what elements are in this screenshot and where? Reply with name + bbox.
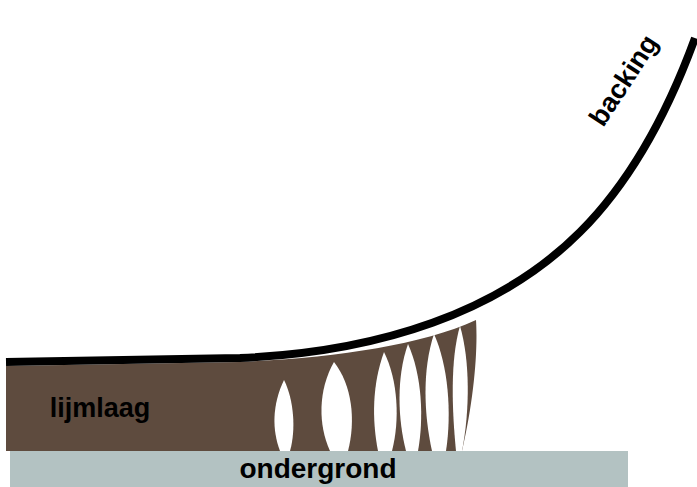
backing-label: backing [585,30,663,130]
adhesive-layer [6,320,476,451]
adhesive-label: lijmlaag [50,395,151,422]
substrate-label: ondergrond [239,455,396,483]
substrate-band [10,451,628,487]
backing-film [6,38,695,362]
